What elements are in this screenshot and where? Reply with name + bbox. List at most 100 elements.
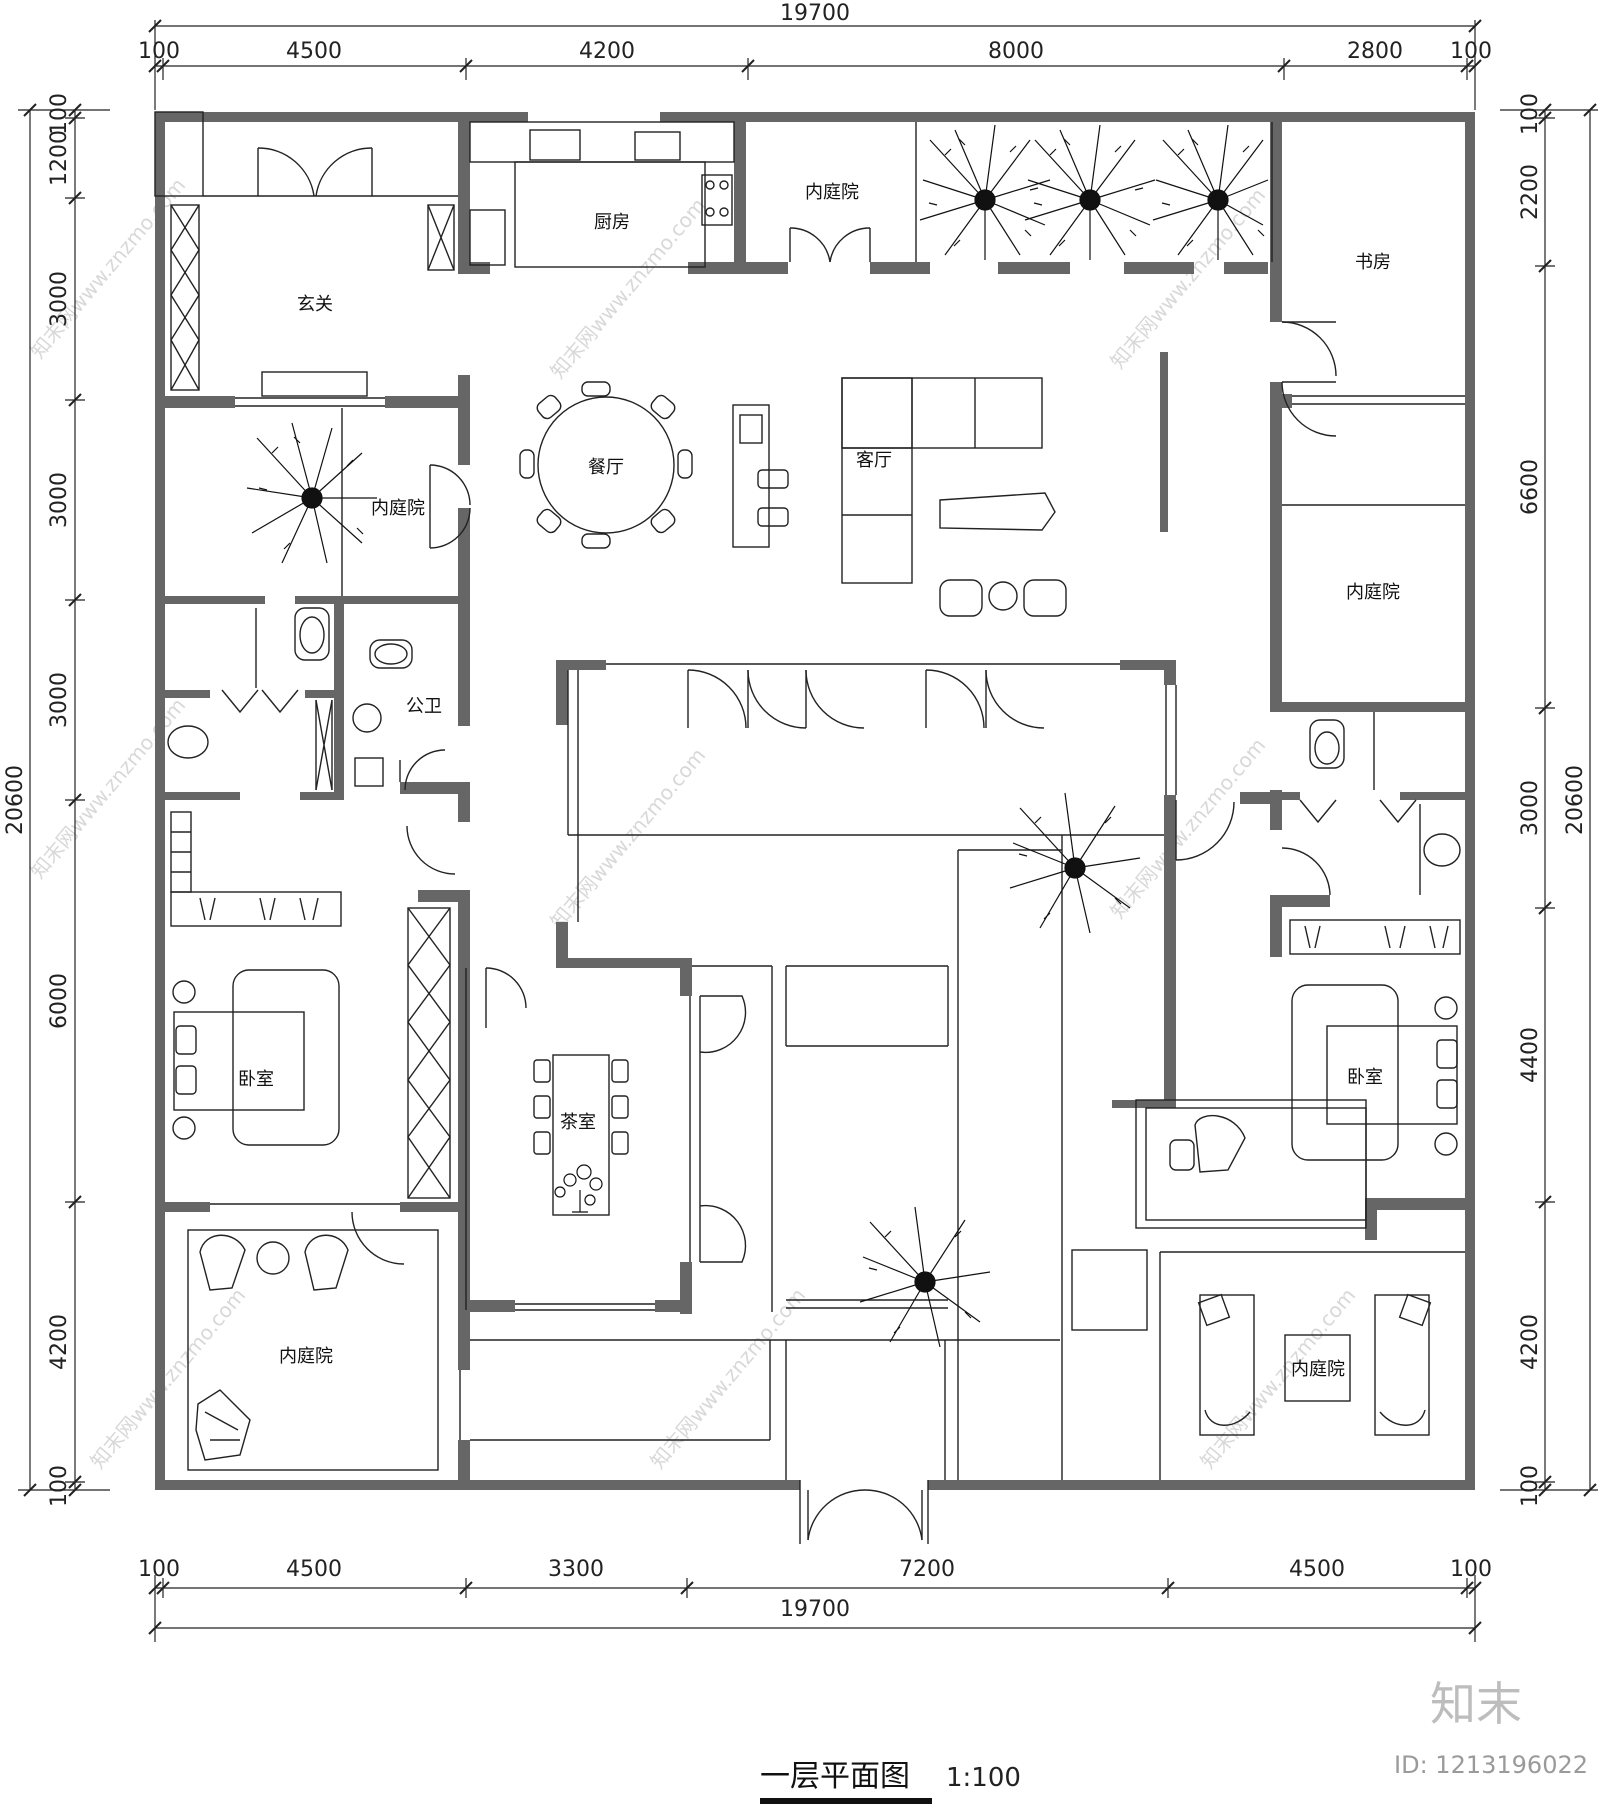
walls [155, 112, 1475, 1490]
wall-entry-right [458, 375, 470, 465]
dim-top-1: 4500 [286, 39, 342, 64]
interior-lines [154, 111, 1465, 1544]
room-label-public-wc: 公卫 [406, 696, 442, 717]
wall-bath-left-bottom-b [300, 792, 344, 800]
wall-court-top-bottom-e [1224, 262, 1268, 274]
wall-court-left-bottom [165, 596, 265, 604]
wall-study-left [1270, 112, 1282, 322]
dim-left-6: 4200 [47, 1314, 72, 1370]
plant-icons [246, 124, 1269, 1348]
plant-icon [859, 1206, 991, 1348]
wall-tea-right [680, 958, 692, 996]
drawing-title: 一层平面图 [760, 1759, 910, 1794]
wall-court-bl-right-b [458, 1440, 470, 1490]
wall-center-top-a [556, 660, 606, 670]
dim-right-2: 6600 [1518, 459, 1543, 515]
wall-entry-bottom-b [385, 396, 470, 408]
wall-corridor-left-a [418, 890, 468, 902]
dim-right-6: 100 [1518, 1465, 1543, 1507]
room-label-courtyard-bottom-right: 内庭院 [1291, 1359, 1345, 1380]
dim-bottom-0: 100 [138, 1557, 180, 1582]
wall-center-right-b [1164, 795, 1176, 1100]
dim-left-4: 3000 [47, 672, 72, 728]
wall-court-bl-right [458, 1300, 470, 1370]
wall-entry-bottom-a [165, 396, 235, 408]
room-label-kitchen: 厨房 [594, 212, 630, 233]
dimension-lines [18, 20, 1598, 1642]
dim-top-4: 2800 [1347, 39, 1403, 64]
plant-icon [246, 422, 377, 564]
watermark-text: 知末网www.znzmo.com [545, 743, 710, 933]
room-label-courtyard-top: 内庭院 [805, 182, 859, 203]
wall-top-gap-right [660, 112, 690, 122]
wall-bottom-right [928, 1480, 1475, 1490]
room-labels: 玄关 厨房 内庭院 书房 餐厅 客厅 内庭院 内庭院 公卫 卧室 茶室 卧室 内… [238, 182, 1400, 1380]
wall-kitchen-left [458, 112, 470, 272]
dim-left-2: 3000 [47, 271, 72, 327]
wall-study-bottom [1270, 394, 1292, 408]
wall-wc-bottom [400, 782, 470, 794]
plant-icon [919, 124, 1051, 260]
dim-bottom-3: 7200 [899, 1557, 955, 1582]
watermark-text: 知末网www.znzmo.com [1105, 733, 1270, 923]
dim-right-total: 20600 [1563, 765, 1588, 835]
dim-top-0: 100 [138, 39, 180, 64]
watermark-text: 知末网www.znzmo.com [1105, 183, 1270, 373]
wall-tea-bottom-b [655, 1300, 692, 1312]
bonsai-icon [554, 1164, 603, 1213]
wall-bath-left-mid [165, 690, 210, 698]
dim-top-3: 8000 [988, 39, 1044, 64]
dimension-ticks [23, 19, 1597, 1635]
title-block: 知末 ID: 1213196022 一层平面图 1:100 [760, 1677, 1588, 1804]
watermark-text: 知末网www.znzmo.com [25, 173, 190, 363]
wall-court-right-bottom [1270, 702, 1475, 712]
room-label-courtyard-left: 内庭院 [371, 498, 425, 519]
watermark-text: 知末网www.znzmo.com [85, 1283, 250, 1473]
wall-bed-left-bottom [165, 1202, 210, 1212]
id-label: ID: 1213196022 [1394, 1751, 1588, 1779]
room-label-courtyard-right: 内庭院 [1346, 582, 1400, 603]
wall-tv-partition [1160, 352, 1168, 532]
dim-right-1: 2200 [1518, 164, 1543, 220]
wall-bath-right-bottom [1270, 895, 1330, 907]
dim-right-5: 4200 [1518, 1314, 1543, 1370]
title-underline [760, 1798, 932, 1804]
wall-tea-bottom-a [470, 1300, 515, 1312]
wall-center-left-b [556, 922, 568, 967]
dimension-labels: 19700 100 4500 4200 8000 2800 100 100 45… [3, 1, 1588, 1622]
wall-bath-left-bottom [165, 792, 240, 800]
wall-left [155, 112, 165, 1490]
plant-icon [1152, 124, 1269, 260]
room-label-dining: 餐厅 [588, 457, 624, 478]
wall-bed-left-bottom-b [400, 1202, 470, 1212]
dim-bottom-4: 4500 [1289, 1557, 1345, 1582]
dim-left-0: 100 [47, 93, 72, 135]
wall-center-right [1164, 660, 1176, 685]
dim-left-7: 100 [47, 1465, 72, 1507]
wall-tea-top [556, 958, 692, 968]
room-label-study: 书房 [1355, 252, 1391, 273]
wall-wc-right [458, 782, 470, 822]
dim-left-3: 3000 [47, 472, 72, 528]
wall-bath-right-mid [1270, 792, 1300, 800]
dim-bottom-5: 100 [1450, 1557, 1492, 1582]
dim-left-5: 6000 [47, 973, 72, 1029]
wall-kitchen-right [734, 112, 746, 272]
wall-center-left [556, 660, 568, 725]
wall-bed-right-bottom [1365, 1198, 1475, 1210]
wall-center-top-b [1120, 660, 1176, 670]
room-label-tea-room: 茶室 [560, 1112, 596, 1133]
dim-bottom-total: 19700 [780, 1597, 850, 1622]
dim-bottom-2: 3300 [548, 1557, 604, 1582]
wall-court-right-left [1270, 440, 1282, 710]
dim-right-3: 3000 [1518, 780, 1543, 836]
dim-top-5: 100 [1450, 39, 1492, 64]
wall-court-top-bottom-c [998, 262, 1070, 274]
wall-bath-right-bottom-b [1270, 895, 1282, 957]
wall-court-left-bottom-b [295, 596, 470, 604]
room-label-bedroom-left: 卧室 [238, 1069, 274, 1090]
wall-court-top-bottom-b [870, 262, 930, 274]
wall-bath-right-door [1240, 792, 1280, 804]
dim-top-total: 19700 [780, 1, 850, 26]
wall-top-gap-left [462, 112, 528, 122]
